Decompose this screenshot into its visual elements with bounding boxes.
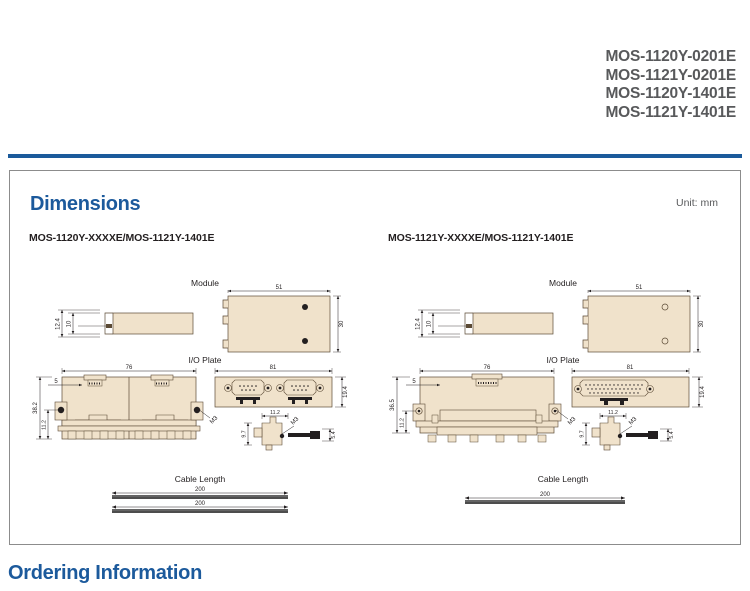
page-title: Dimensions — [30, 193, 141, 215]
header-model-3: MOS-1121Y-1401E — [605, 103, 736, 121]
header-model-2: MOS-1120Y-1401E — [605, 85, 736, 102]
ordering-information-title: Ordering Information — [8, 562, 203, 584]
right-variant-subtitle: MOS-1121Y-XXXXE/MOS-1121Y-1401E — [388, 232, 574, 244]
header-divider-rule — [8, 154, 742, 158]
header-model-0: MOS-1120Y-0201E — [605, 48, 736, 65]
left-variant-subtitle: MOS-1120Y-XXXXE/MOS-1121Y-1401E — [29, 232, 215, 244]
header-model-list: MOS-1120Y-0201E MOS-1121Y-0201E MOS-1120… — [605, 48, 736, 122]
header-model-1: MOS-1121Y-0201E — [605, 66, 736, 84]
unit-label: Unit: mm — [676, 197, 718, 209]
dimensions-panel — [9, 170, 741, 545]
